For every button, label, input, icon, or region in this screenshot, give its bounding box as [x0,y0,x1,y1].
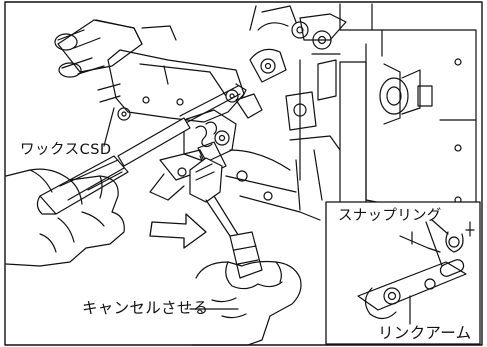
leader-snap-ring [425,221,443,267]
label-link-arm: リンクアーム [378,324,472,342]
detail-link-arm [357,219,475,320]
wax-csd-unit [54,19,245,123]
label-snap-ring: スナップリング [338,208,442,224]
right-hand [191,260,302,346]
leader-wax-csd [103,107,115,147]
insertion-arrow [149,213,207,249]
label-cancel: キャンセルさせる [82,299,209,317]
gauge-tool [189,157,263,279]
screwdriver [36,83,247,215]
label-wax-csd: ワックスCSD [20,142,112,158]
left-hand [5,168,125,267]
